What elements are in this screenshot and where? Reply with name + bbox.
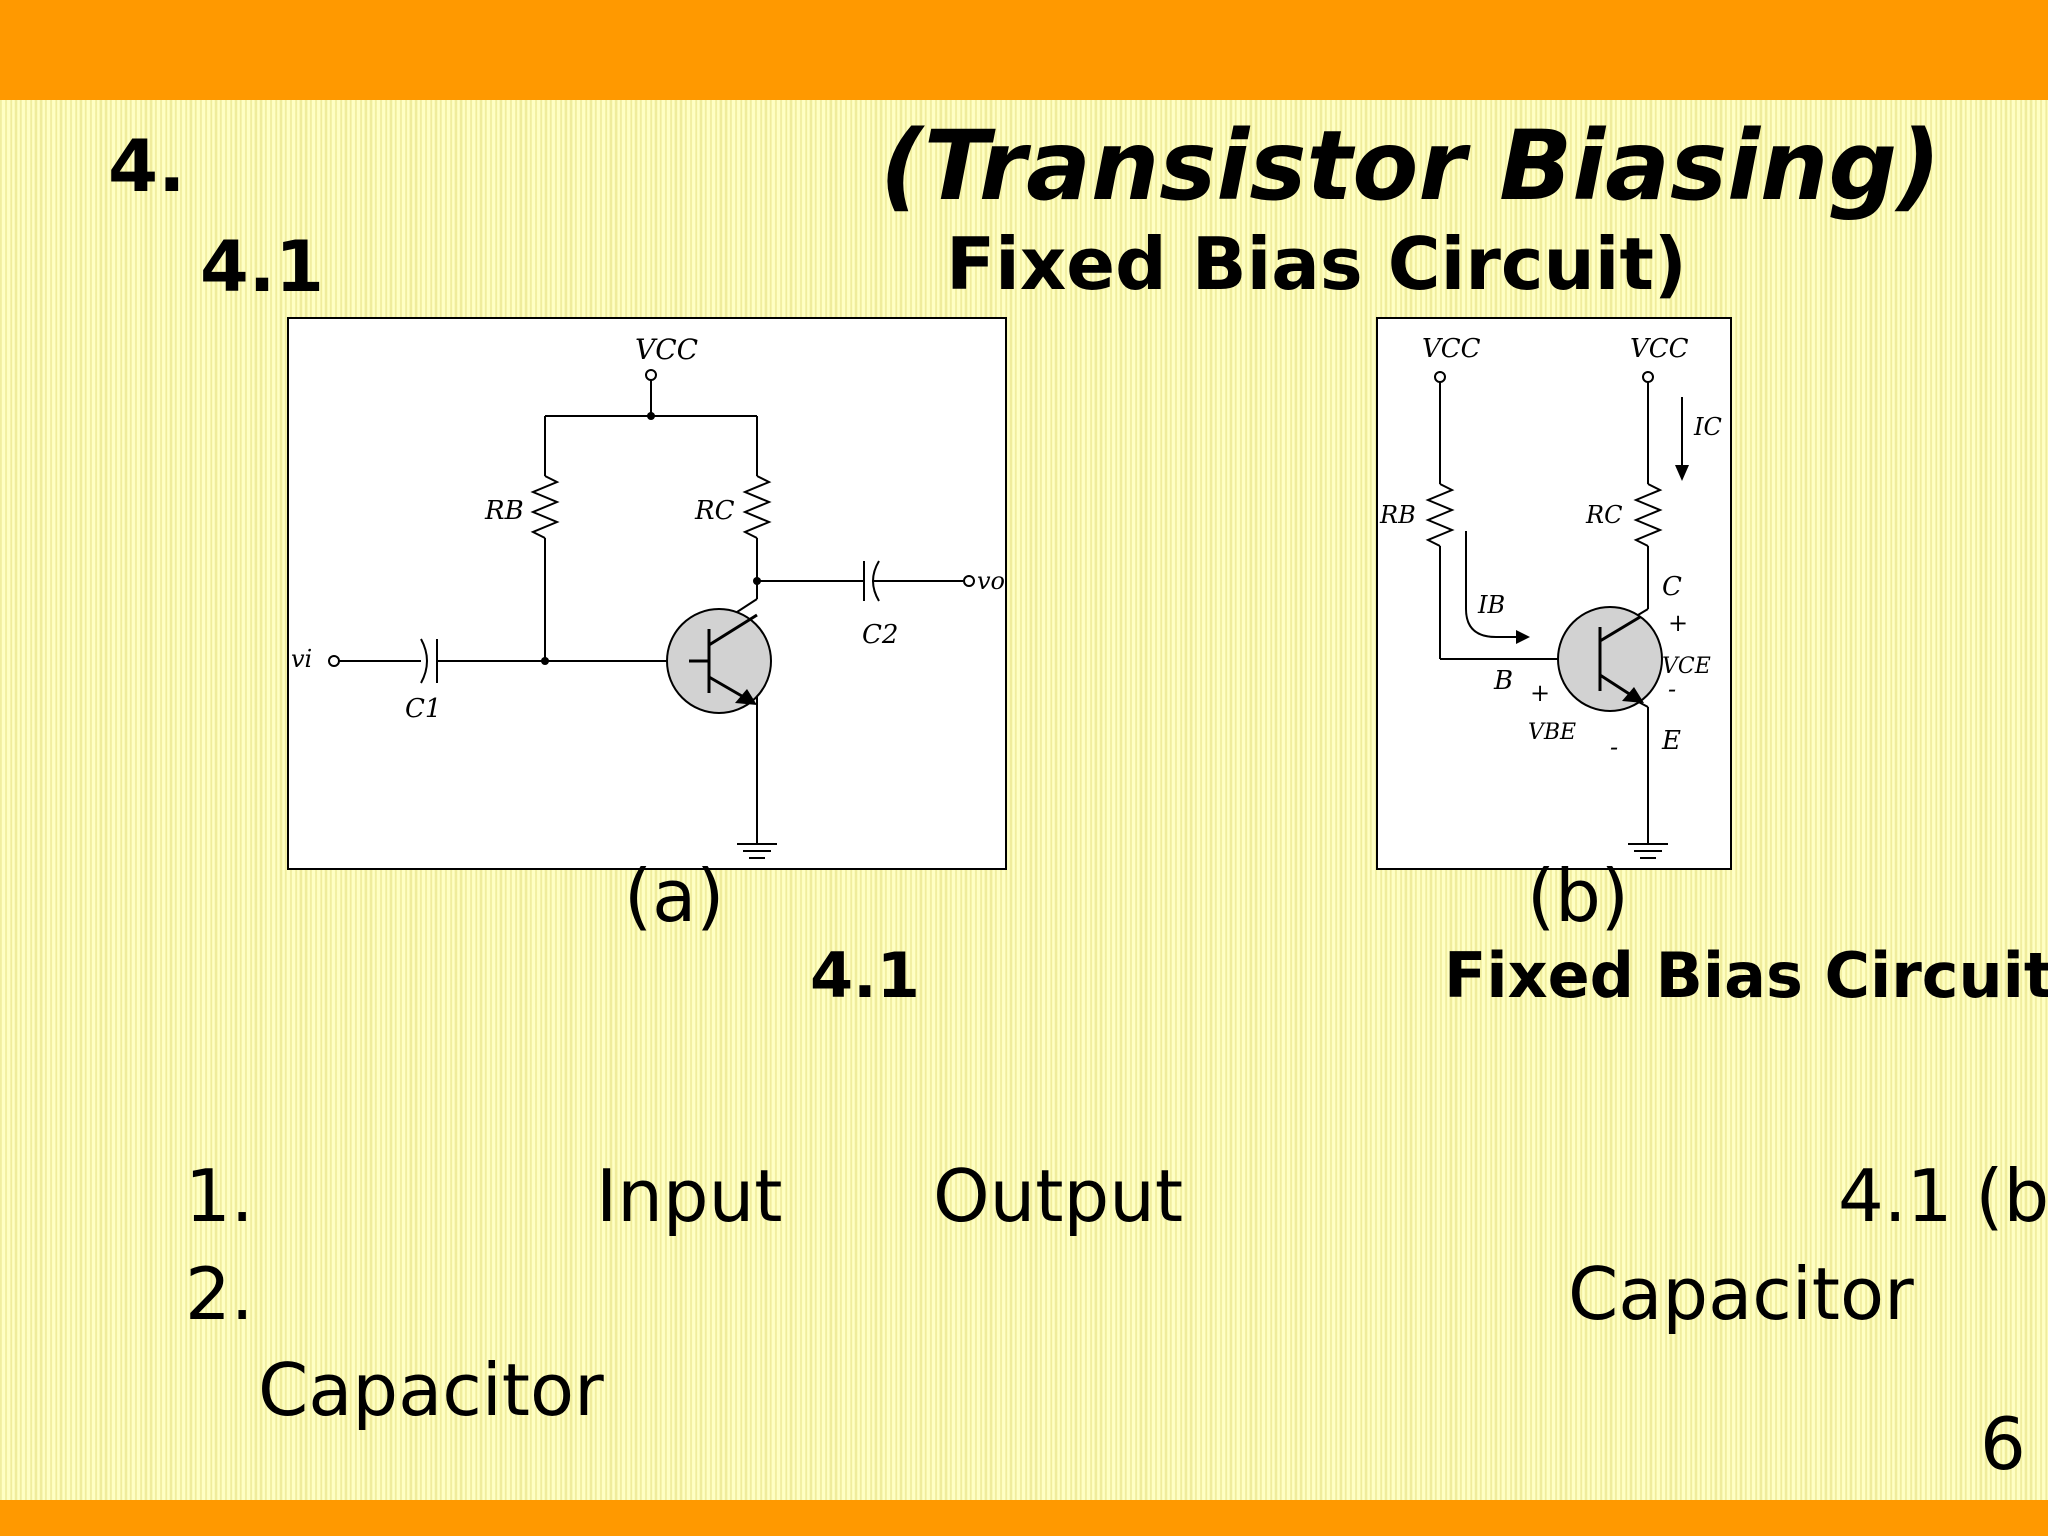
list-item-2-capacitor: Capacitor (1568, 1252, 1914, 1336)
circuit-a-svg: VCC RB RC vi C1 C2 vo (291, 333, 1005, 859)
list-item-1-number: 1. (185, 1154, 254, 1238)
vo-label: vo (977, 567, 1005, 595)
subsection-title: Fixed Bias Circuit) (946, 222, 1687, 306)
list-item-2-capacitor-cont: Capacitor (258, 1348, 604, 1432)
vce-plus: + (1668, 609, 1688, 637)
list-item-1-figure-ref: 4.1 (b (1838, 1154, 2048, 1238)
rb-label-b: RB (1379, 501, 1416, 529)
bottom-banner (0, 1500, 2048, 1536)
rc-label-b: RC (1585, 501, 1622, 529)
top-banner (0, 0, 2048, 100)
vbe-label: VBE (1528, 720, 1576, 745)
list-item-2-number: 2. (185, 1252, 254, 1336)
base-label: B (1493, 666, 1513, 696)
vbe-minus: - (1610, 733, 1618, 761)
list-item-1-output: Output (933, 1154, 1184, 1238)
figure-label-a: (a) (624, 854, 725, 938)
circuit-diagram-b: VCC VCC IC RB RC IB C + VCE - B + VBE - … (1376, 317, 1732, 870)
vcc-base-label: VCC (1422, 334, 1481, 364)
ic-label: IC (1693, 413, 1722, 441)
c2-label: C2 (862, 620, 898, 650)
rc-label: RC (694, 496, 735, 526)
vce-minus: - (1668, 675, 1676, 703)
c1-label: C1 (405, 694, 441, 724)
transistor-symbol (666, 608, 772, 714)
emitter-label: E (1661, 726, 1681, 756)
circuit-b-svg: VCC VCC IC RB RC IB C + VCE - B + VBE - … (1379, 334, 1722, 859)
vi-label: vi (291, 645, 312, 673)
ib-label: IB (1477, 591, 1505, 619)
list-item-1-input: Input (596, 1154, 783, 1238)
figure-label-b: (b) (1527, 854, 1629, 938)
section-title: (Transistor Biasing) (880, 110, 1941, 222)
rb-label: RB (484, 496, 524, 526)
figure-caption-number: 4.1 (810, 939, 920, 1012)
figure-caption-title: Fixed Bias Circuit) (1444, 939, 2048, 1012)
transistor-symbol-b (1557, 606, 1663, 712)
subsection-number: 4.1 (200, 226, 325, 308)
vcc-collector-label: VCC (1630, 334, 1689, 364)
section-number: 4. (108, 124, 186, 208)
page-number: 6 (1980, 1402, 2026, 1486)
collector-label: C (1662, 572, 1682, 602)
vbe-plus: + (1530, 679, 1550, 707)
circuit-diagram-a: VCC RB RC vi C1 C2 vo (287, 317, 1007, 870)
vcc-label: VCC (635, 333, 698, 366)
vce-label: VCE (1662, 654, 1711, 679)
